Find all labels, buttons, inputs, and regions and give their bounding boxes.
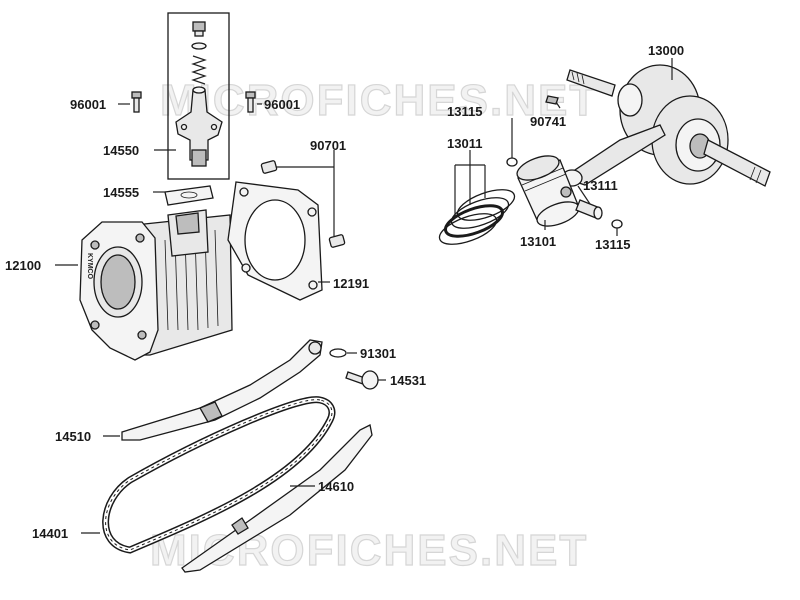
label-12100: 12100 (5, 258, 41, 273)
label-14510: 14510 (55, 429, 91, 444)
leader-lines (55, 58, 673, 534)
crankshaft-right-shaft (703, 139, 771, 187)
piston-pin-clip-lower (611, 219, 623, 229)
cylinder-block: KYMCO (79, 209, 233, 361)
cam-chain-tensioner-group (167, 12, 230, 180)
label-13011: 13011 (447, 136, 482, 151)
label-14610: 14610 (318, 479, 354, 494)
tensioner-gasket (164, 185, 214, 206)
bolt-96001-left (131, 91, 142, 113)
label-14555: 14555 (103, 185, 139, 200)
woodruff-key (545, 95, 559, 105)
label-90741: 90741 (530, 114, 566, 129)
tensioner-washer (191, 42, 207, 50)
dowel-pin-upper (260, 160, 278, 174)
piston-pin-clip-upper (506, 157, 518, 167)
cylinder-gasket (227, 181, 323, 301)
label-13115-top: 13115 (447, 104, 482, 119)
label-13101: 13101 (520, 234, 556, 249)
label-13000: 13000 (648, 43, 684, 58)
label-91301: 91301 (360, 346, 396, 361)
cylinder-fins (164, 229, 219, 331)
label-14550: 14550 (103, 143, 139, 158)
tensioner-pivot-washer (329, 348, 347, 358)
tensioner-pivot-bolt (345, 370, 379, 390)
label-96001-left: 96001 (70, 97, 106, 112)
tensioner-plunger (191, 149, 207, 167)
piston-pin (575, 199, 603, 220)
watermark-top: MICROFICHES.NET (160, 76, 598, 125)
tensioner-spring (191, 55, 207, 85)
label-14401: 14401 (32, 526, 68, 541)
bolt-96001-right (245, 91, 256, 113)
piston-rings (438, 189, 516, 245)
crankshaft-left-shaft (566, 69, 616, 97)
label-96001-right: 96001 (264, 97, 300, 112)
crankshaft-assembly (561, 64, 771, 187)
tensioner-callout-box (167, 12, 230, 180)
tensioner-cap-bolt (192, 21, 206, 32)
connecting-rod (569, 124, 666, 186)
piston (516, 155, 580, 227)
cylinder-brand-text: KYMCO (86, 253, 93, 280)
tensioner-body (175, 89, 223, 161)
label-13111: 13111 (583, 178, 618, 193)
chain-guide (181, 424, 373, 573)
chain-tensioner-slipper (121, 339, 323, 441)
cam-chain (102, 396, 336, 554)
label-13115-bottom: 13115 (595, 237, 630, 252)
label-14531: 14531 (390, 373, 426, 388)
label-12191: 12191 (333, 276, 369, 291)
dowel-pin-lower (328, 234, 346, 248)
label-90701: 90701 (310, 138, 346, 153)
